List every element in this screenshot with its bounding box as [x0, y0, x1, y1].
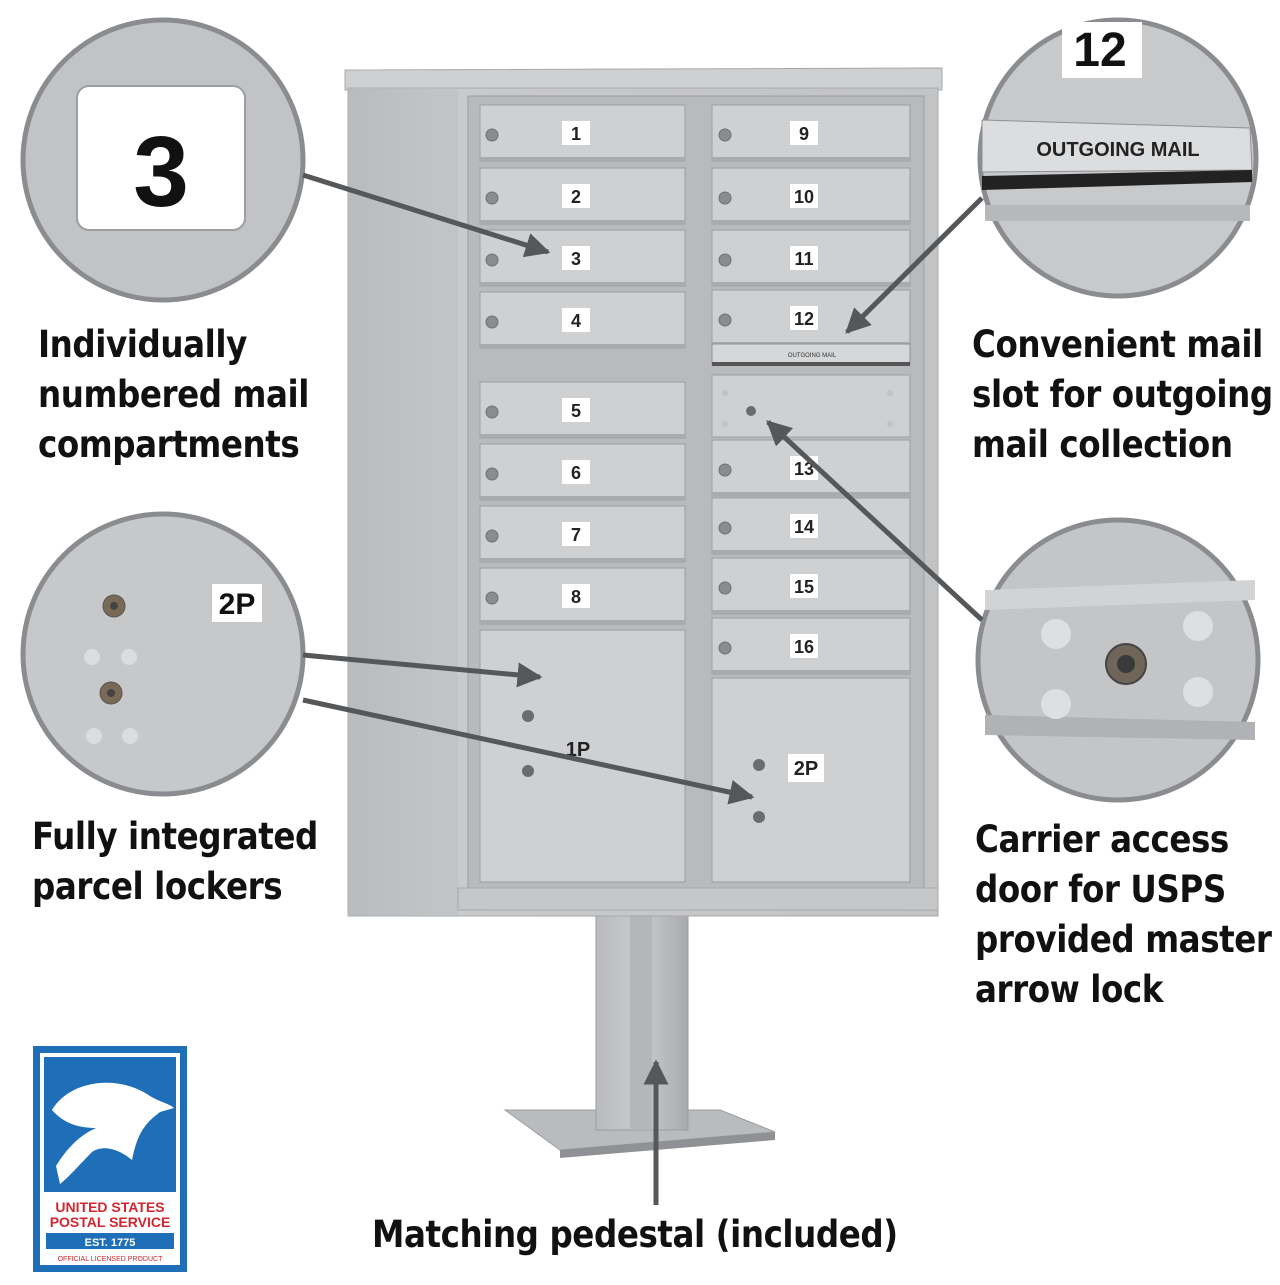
compartment-number: 2 [571, 187, 581, 207]
caption-line: Matching pedestal (included) [372, 1213, 898, 1256]
mail-compartment-door: 3 [479, 229, 686, 287]
compartment-number: 6 [571, 463, 581, 483]
compartment-number: 14 [794, 517, 814, 537]
mail-compartment-door: 15 [711, 557, 911, 615]
compartment-number: 7 [571, 525, 581, 545]
usps-line-4: OFFICIAL LICENSED PRODUCT [58, 1256, 163, 1263]
parcel-locker-1p: 1P [479, 629, 686, 883]
zoom-circle-compartment: 3 [20, 17, 306, 303]
master-lock-icon [746, 406, 756, 416]
usps-line-2: POSTAL SERVICE [50, 1214, 171, 1230]
compartment-number: 5 [571, 401, 581, 421]
mail-compartment-door: 11 [711, 229, 911, 287]
compartment-number: 15 [794, 577, 814, 597]
zoom-number-3: 3 [133, 116, 189, 228]
mail-compartment-door: 13 [711, 439, 911, 497]
slot-label: OUTGOING MAIL [788, 353, 837, 359]
caption-carrier: Carrier access door for USPS provided ma… [975, 815, 1272, 1015]
zoom-number-12: 12 [1073, 24, 1126, 77]
lock-icon [718, 253, 732, 267]
caption-pedestal: Matching pedestal (included) [372, 1210, 898, 1260]
caption-outgoing: Convenient mail slot for outgoing mail c… [972, 320, 1273, 470]
compartment-number: 11 [794, 249, 813, 269]
mail-compartment-door: 8 [479, 567, 686, 625]
left-door-column: 1 2 3 4 5 6 7 8 [479, 104, 686, 625]
lock-icon [718, 521, 732, 535]
mail-compartment-door: 5 [479, 381, 686, 439]
lock-icon [718, 463, 732, 477]
lock-icon [485, 315, 499, 329]
caption-line: Carrier access [975, 818, 1229, 861]
lock-icon [718, 641, 732, 655]
lock-icon [485, 591, 499, 605]
lock-icon [718, 191, 732, 205]
caption-line: arrow lock [975, 968, 1163, 1011]
caption-line: Fully integrated [32, 815, 318, 858]
mail-compartment-door: 2 [479, 167, 686, 225]
zoom-circle-carrier-lock [975, 517, 1261, 803]
pedestal [503, 904, 776, 1158]
lock-icon [718, 313, 732, 327]
usps-line-3: EST. 1775 [85, 1237, 136, 1249]
caption-line: door for USPS [975, 868, 1226, 911]
caption-line: slot for outgoing [972, 373, 1273, 416]
eagle-icon [52, 1082, 174, 1184]
lock-icon [485, 467, 499, 481]
caption-line: numbered mail [38, 373, 309, 416]
mail-compartment-door: 9 [711, 104, 911, 162]
caption-line: Individually [38, 323, 247, 366]
zoom-circle-parcel: 2P [20, 511, 306, 797]
compartment-number: 9 [799, 124, 809, 144]
mail-compartment-door: 16 [711, 617, 911, 675]
compartment-number: 12 [794, 309, 814, 329]
caption-line: provided master [975, 918, 1272, 961]
usps-logo: UNITED STATES POSTAL SERVICE EST. 1775 O… [33, 1046, 187, 1272]
lock-icon [718, 128, 732, 142]
compartment-number: 4 [571, 311, 581, 331]
mail-compartment-door: 1 [479, 104, 686, 162]
caption-parcel: Fully integrated parcel lockers [32, 812, 318, 912]
zoom-circle-outgoing: 12 OUTGOING MAIL [977, 17, 1259, 299]
compartment-number: 10 [794, 187, 814, 207]
caption-line: compartments [38, 423, 300, 466]
callout-arrows [302, 172, 984, 1205]
caption-line: parcel lockers [32, 865, 283, 908]
lock-icon [485, 128, 499, 142]
lock-icon [485, 529, 499, 543]
lock-icon [718, 581, 732, 595]
lock-icon [485, 405, 499, 419]
parcel-locker-2p: 2P [711, 677, 911, 883]
caption-compartments: Individually numbered mail compartments [38, 320, 309, 470]
usps-line-1: UNITED STATES [55, 1199, 164, 1215]
mail-compartment-door: 7 [479, 505, 686, 563]
lock-icon [485, 253, 499, 267]
lock-icon [485, 191, 499, 205]
zoom-outgoing-label: OUTGOING MAIL [1036, 139, 1199, 161]
outgoing-mail-slot: OUTGOING MAIL [711, 343, 911, 366]
zoom-parcel-label: 2P [219, 588, 256, 621]
parcel-locker-2p-label: 2P [794, 758, 818, 780]
mail-compartment-door: 10 [711, 167, 911, 225]
compartment-number: 1 [571, 124, 581, 144]
compartment-number: 3 [571, 249, 581, 269]
caption-line: mail collection [972, 423, 1233, 466]
compartment-number: 13 [794, 459, 814, 479]
parcel-locker-1p-label: 1P [566, 739, 590, 761]
caption-line: Convenient mail [972, 323, 1263, 366]
carrier-access-door [711, 374, 911, 438]
compartment-number: 16 [794, 637, 814, 657]
mail-compartment-door: 4 [479, 291, 686, 349]
compartment-number: 8 [571, 587, 581, 607]
mail-compartment-door: 6 [479, 443, 686, 501]
